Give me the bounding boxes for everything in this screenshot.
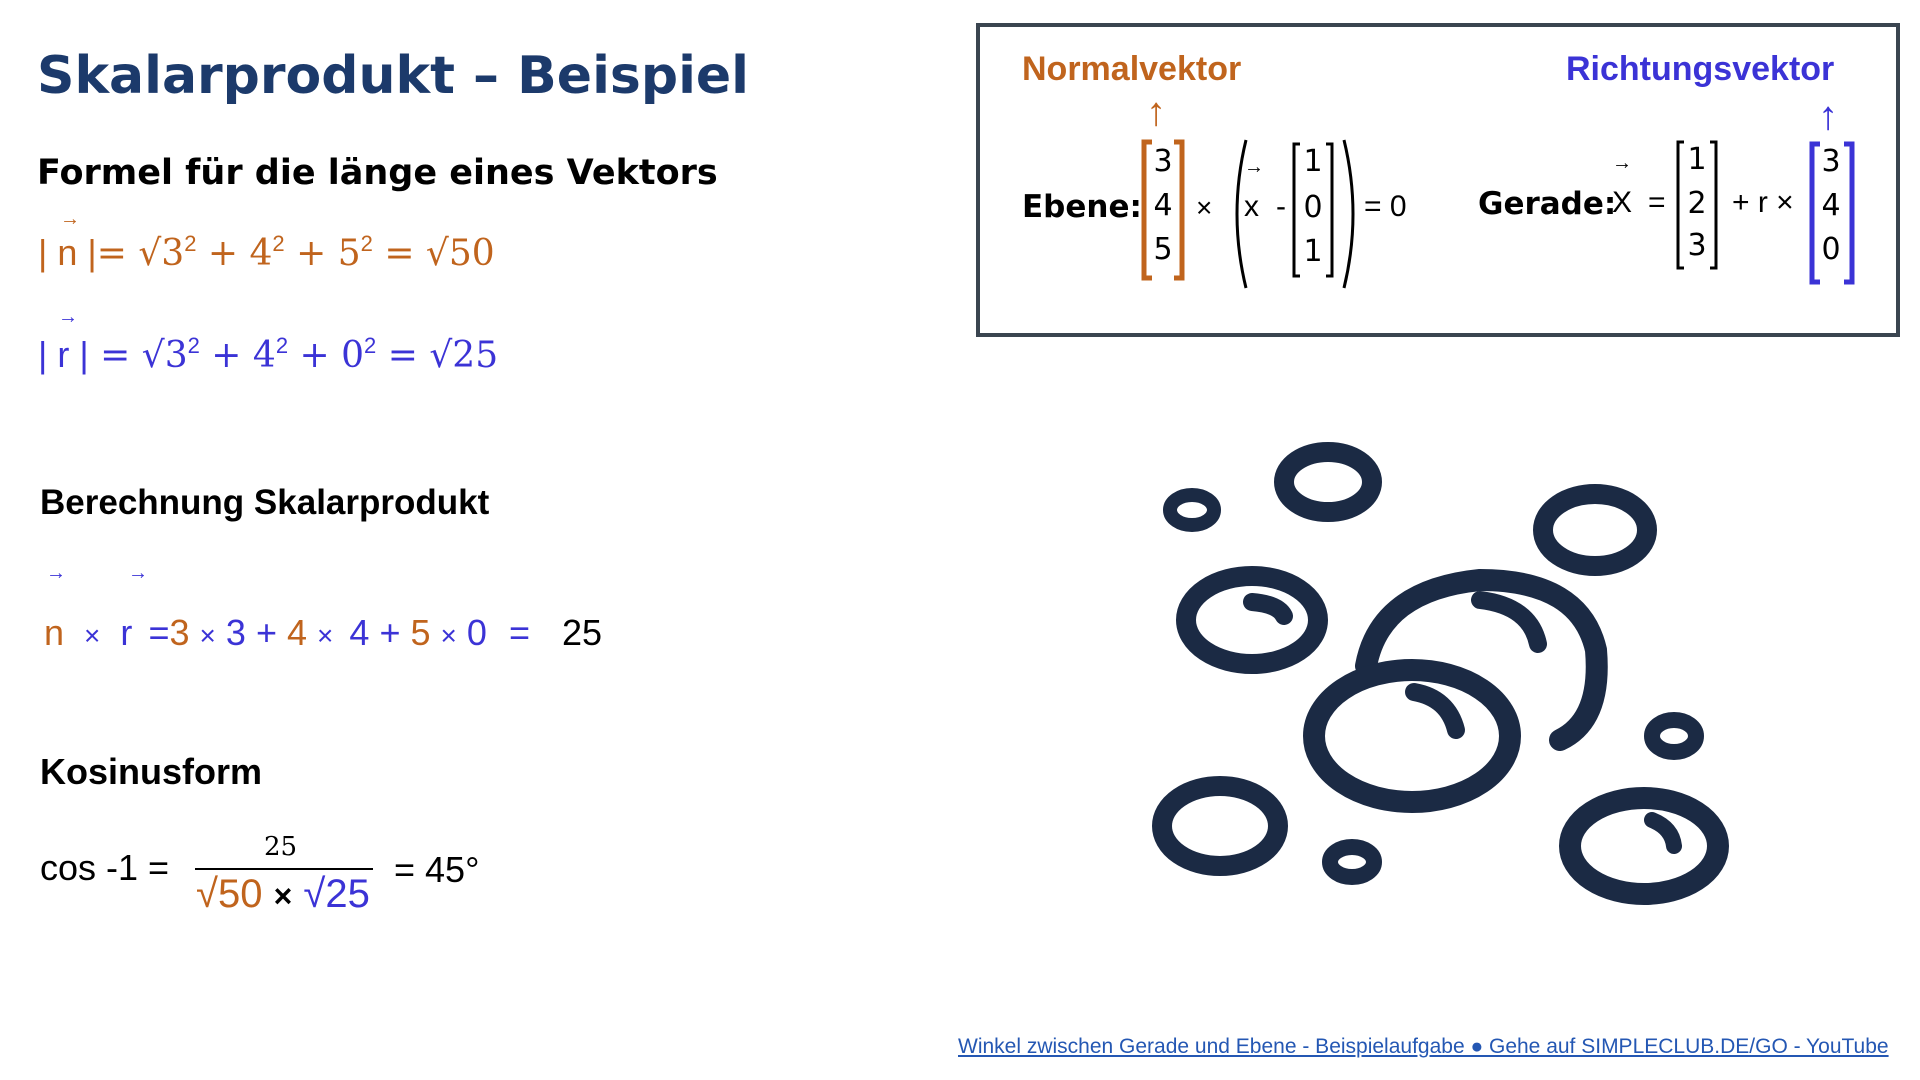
dp-4b: 4 [349,612,370,653]
orange-brackets [1141,139,1185,281]
exp: 2 [364,333,377,358]
dp-eq: = [148,612,170,653]
source-link[interactable]: Winkel zwischen Gerade und Ebene - Beisp… [958,1035,1889,1058]
normal-vector-matrix: 3 4 5 [1140,138,1186,282]
dp-result: 25 [562,612,603,653]
n-term-a: = √3 [96,233,185,274]
equations-box [976,23,1900,337]
dp-5: 5 [410,612,431,653]
cos-lhs: cos -1 = [40,847,170,888]
a-vec-3: 3 [1687,228,1707,263]
p-vec-2: 0 [1303,190,1323,225]
direction-vector-matrix: 3 4 0 [1808,140,1856,286]
vector-arrow-x: → [1244,156,1264,178]
dp-times: × [440,620,457,651]
exp: 2 [272,231,285,256]
r-vec-1: 3 [1821,144,1841,179]
dot-product-formula: n × r =3 × 3 + 4 × 4 + 5 × 0 = 25 [44,612,602,654]
fraction-bar [195,868,373,870]
vector-arrow-r2: → [128,562,148,584]
cos-result: = 45° [394,849,480,890]
n-abs: | n | [38,232,97,273]
r-vec-3: 0 [1821,232,1841,267]
bubbles-icon [1152,442,1729,905]
ebene-minus: - [1276,190,1286,223]
n-vec-1: 3 [1153,144,1173,179]
exp: 2 [360,231,373,256]
exp: 2 [184,231,197,256]
n-term-c: + 5 [284,233,361,274]
dp-4a: 4 [286,612,308,653]
r-vec-2: 4 [1821,188,1841,223]
black-brackets [1676,140,1718,270]
r-term-c: + 0 [288,335,365,376]
r-term-a: = √3 [88,335,188,376]
eq-zero: = 0 [1364,190,1407,223]
cos-numerator: 25 [264,832,298,862]
section-heading-dot-product: Berechnung Skalarprodukt [40,483,490,522]
den-left: √50 [196,872,263,916]
gerade-eq: = [1648,186,1666,219]
support-vector-matrix: 1 2 3 [1674,138,1720,272]
p-vec-3: 1 [1303,234,1323,269]
dp-3a: 3 [169,612,190,653]
vector-arrow-X: → [1612,152,1632,174]
a-vec-2: 2 [1687,186,1707,221]
dp-3b: 3 [225,612,246,653]
dp-times: × [199,620,216,651]
formula-length-r: | r | = √32 + 42 + 02 = √25 [38,334,498,376]
vector-arrow-n: → [60,208,80,230]
den-times: × [273,878,293,914]
plus-r-times: + r × [1732,186,1794,219]
X-var: X [1612,186,1633,219]
section-heading-cosine: Kosinusform [40,751,263,792]
page-title: Skalarprodukt – Beispiel [37,46,749,106]
parentheses [1235,139,1355,289]
up-arrow-icon: ↑ [1146,90,1166,134]
point-vector-matrix: 1 0 1 [1290,140,1336,280]
direction-vector-label: Richtungsvektor [1566,50,1835,88]
normal-vector-label: Normalvektor [1022,50,1242,88]
black-brackets [1292,142,1334,278]
dp-times: × [317,620,334,651]
dp-times: × [84,620,101,651]
vector-arrow-n2: → [46,562,66,584]
vector-arrow-r: → [58,306,78,328]
blue-brackets [1809,141,1855,285]
dp-plus: + [379,612,401,653]
gerade-label: Gerade: [1478,186,1617,222]
dp-n: n [44,612,65,653]
section-heading-vector-length: Formel für die länge eines Vektors [37,153,718,193]
dp-plus: + [255,612,277,653]
formula-length-n: | n |= √32 + 42 + 52 = √50 [38,232,495,274]
n-term-b: + 4 [196,233,273,274]
den-right: √25 [303,872,370,916]
dp-eq2: = [508,612,530,653]
up-arrow-icon: ↑ [1818,94,1838,138]
exp: 2 [187,333,200,358]
dp-0: 0 [466,612,487,653]
p-vec-1: 1 [1303,144,1323,179]
r-abs: | r | [38,334,89,375]
ebene-times: × [1196,192,1213,223]
r-result: = √25 [376,335,499,376]
a-vec-1: 1 [1687,142,1707,177]
x-var: x [1244,190,1259,223]
exp: 2 [275,333,289,358]
ebene-label: Ebene: [1022,189,1142,225]
n-vec-3: 5 [1153,232,1173,267]
n-result: = √50 [372,233,495,274]
dp-r: r [120,612,133,653]
r-term-b: + 4 [199,335,276,376]
cos-denominator: √50 × √25 [196,872,370,917]
n-vec-2: 4 [1153,188,1173,223]
